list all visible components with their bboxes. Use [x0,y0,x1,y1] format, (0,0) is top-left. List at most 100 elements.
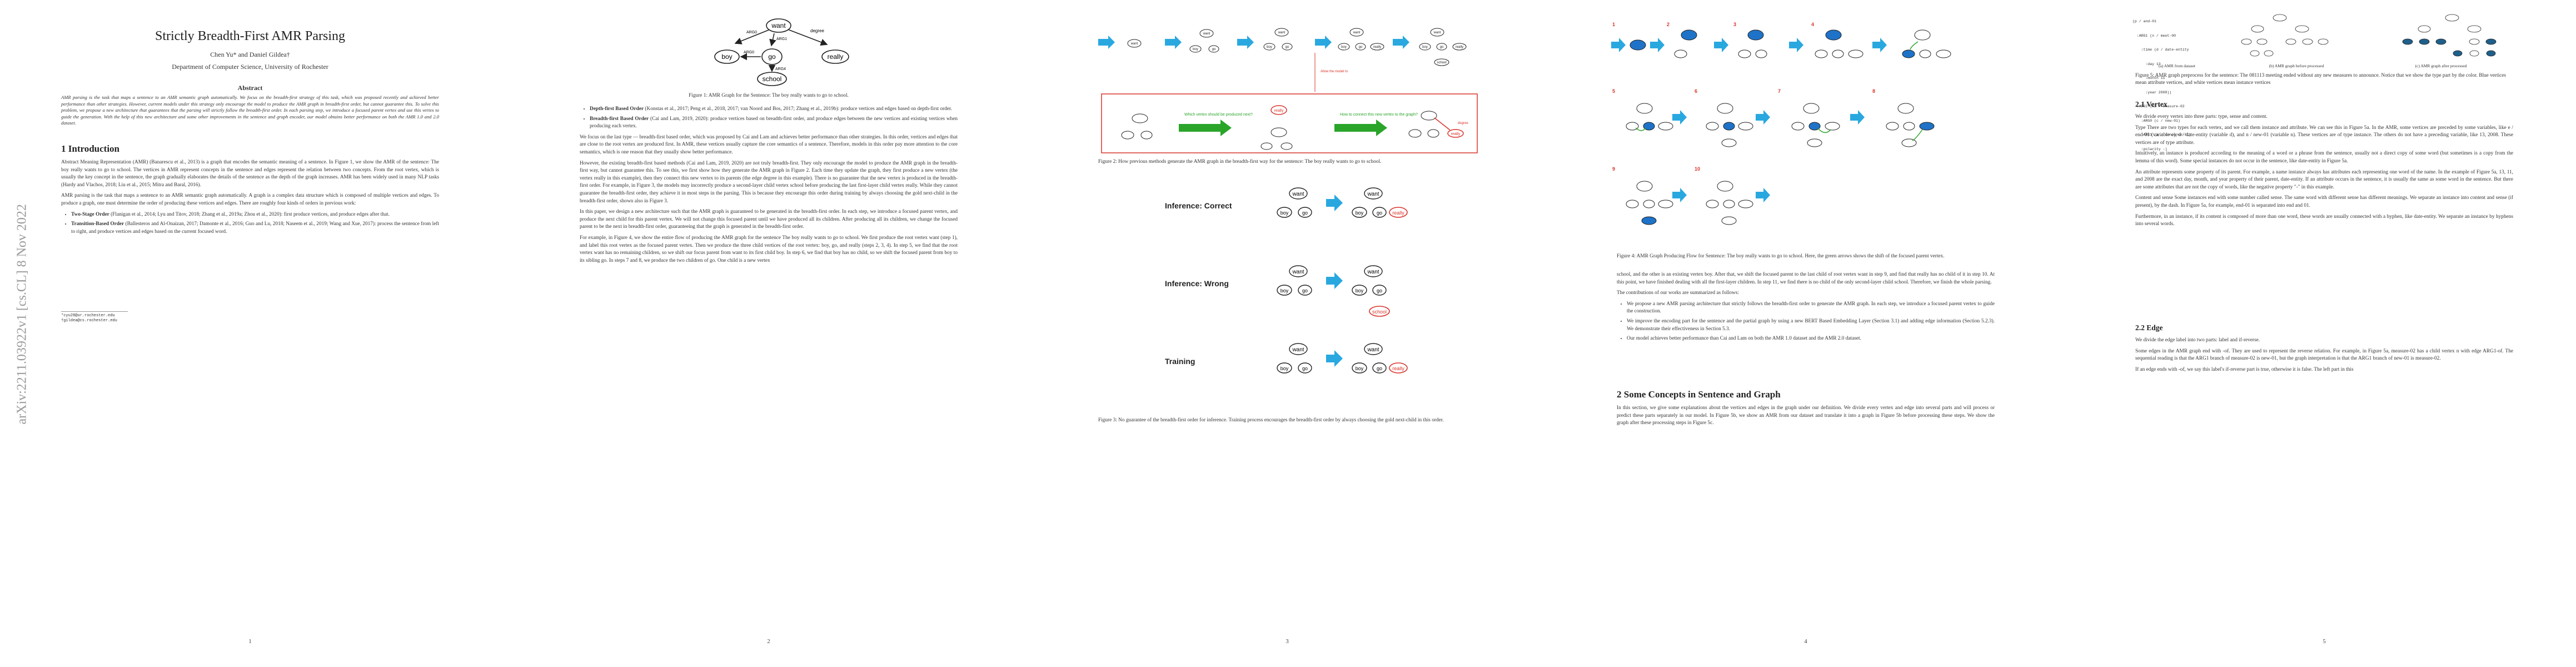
figure-5-graphs [2241,14,2497,57]
body-para: We divide the edge label into two parts:… [2135,337,2260,343]
amr-line: :ARG1 (a / announce-01) [2132,133,2191,137]
amr-line: :day 13 [2132,62,2161,66]
fig3-row-correct: Inference: Correct want boy go want boy … [1165,187,1408,218]
step-number: 3 [1733,22,1736,27]
step-number: 5 [1612,88,1615,94]
body-para: school, and the other is an existing ver… [1617,272,1995,285]
order-item: Depth-first Based Order (Konstas et al.,… [590,106,958,113]
bullet-head: Breadth-first Based Order [590,116,649,122]
figure-5-caption: Figure 5: AMR graph preprocess for the s… [2135,73,2507,86]
edge-body: We divide the edge label into two parts:… [2135,337,2513,377]
node-want [766,18,791,33]
mini-node-label: want [1433,31,1441,34]
vertex-body: We divide every vertex into three parts:… [2135,113,2513,232]
step-number: 6 [1695,88,1697,94]
node-label: want [1367,269,1379,275]
section-2-2-heading: 2.2 Edge [2135,323,2163,332]
amr-line: :month 11 [2132,76,2165,80]
figure-2-caption: Figure 2: How previous methods generate … [1098,159,1382,165]
abstract-heading: Abstract [237,84,263,92]
body-para: If an edge ends with -of, we say this la… [2135,366,2354,372]
edge-label: ARG4 [775,67,786,71]
body-para: Intuitively, an instance is produced acc… [2135,151,2513,164]
fig2-note-2: How to connect this new vertex to the gr… [1340,113,1418,117]
amr-text-block: (p / and-01 :ARG1 (n / meet-00 :time (d … [2132,10,2221,161]
footnotes: *cyu28@ur.rochester.edu †gildea@cs.roche… [61,313,283,323]
fig4-arrows [1611,38,1887,202]
figure-3: Inference: Correct want boy go want boy … [1165,187,1408,374]
page-4: 1 2 3 4 5 6 7 8 9 10 [1556,0,2056,667]
figure-2-top: want want boy go want boy go want boy go… [1098,28,1467,92]
mini-node-label: really [1373,46,1381,49]
footnote-rule [61,311,128,312]
contribution-item: We improve the encoding part for the sen… [1627,318,1995,333]
footnote-1: *cyu28@ur.rochester.edu [61,313,115,318]
new-node-label: really [1274,109,1284,113]
section-1-heading: 1 Introduction [61,143,120,154]
page-3: want want boy go want boy go want boy go… [1037,0,1537,667]
mini-node-label: want [1130,42,1138,46]
order-list-cont: Depth-first Based Order (Konstas et al.,… [580,106,958,131]
fig5c-label: (c) AMR graph after processed [2415,63,2467,68]
node-really [821,49,849,64]
body-para: Content and sense Some instances end wit… [2135,195,2513,208]
paper-title: Strictly Breadth-First AMR Parsing [155,29,345,43]
green-arrow-2 [1334,120,1387,136]
step-number: 8 [1872,88,1875,94]
fig5b-label: (b) AMR graph before processed [2269,63,2324,68]
node-label: boy [1280,210,1289,216]
amr-line: :ARG1 (n / meet-00 [2132,33,2176,38]
mini-node-label: boy [1341,46,1347,49]
new-node-label: really [1392,366,1404,371]
figure-1-caption: Figure 1: AMR Graph for the Sentence: Th… [689,93,849,98]
mini-node-label: want [1353,31,1361,34]
fig5a-label: (a) AMR from dataset [2158,63,2196,68]
contributions-list: We propose a new AMR parsing architectur… [1617,301,1995,343]
section-2-heading: 2 Some Concepts in Sentence and Graph [1617,389,1781,400]
amr-line: :time (d / date-entity [2132,48,2189,52]
fig3-row-training: Training want boy go want boy go really [1165,343,1408,374]
edge-degree [786,28,828,46]
bullet-head: Depth-first Based Order [590,106,644,112]
mini-node-label: go [1212,48,1216,51]
fig2-frame [1101,93,1478,153]
page-2-body: Depth-first Based Order (Konstas et al.,… [580,106,958,268]
node-label: want [1367,191,1379,197]
node-school [757,72,787,86]
mini-node-label: want [1278,31,1285,34]
row-label: Inference: Wrong [1165,279,1229,288]
figure-2-detail: Which vertex should be produced next? re… [1101,93,1478,153]
mini-node-label: boy [1422,46,1428,49]
figure-4-caption: Figure 4: AMR Graph Producing Flow for S… [1617,253,1945,259]
bullet-text: (Flanigan et al., 2014; Lyu and Titov, 2… [109,211,390,217]
page-number: 1 [248,638,252,645]
figure-4: 1 2 3 4 5 6 7 8 9 10 [1611,22,1951,225]
edge-label: ARG1 [776,37,787,41]
node-label: go [1302,210,1308,216]
body-para: However, the existing breadth-first base… [580,160,958,204]
edge-label: degree [1458,122,1468,125]
label-school: school [763,75,782,83]
order-list: Two-Stage Order (Flanigan et al., 2014; … [61,211,439,236]
figure-1-graph: want boy go really school ARG0 ARG1 degr… [714,18,849,86]
section-2-para: In this section, we give some explanatio… [1617,405,1995,426]
intro-para-2: AMR parsing is the task that maps a sent… [61,193,439,206]
intro-para-1: Abstract Meaning Representation (AMR) (B… [61,160,439,188]
node-label: go [1377,288,1382,293]
footnote-2: †gildea@cs.rochester.edu [61,318,117,323]
node-boy [714,49,740,64]
abstract-text: AMR parsing is the task that maps a sent… [61,94,439,126]
node-label: go [1377,210,1382,216]
fig4-focus-shift [1635,41,1923,141]
step-number: 10 [1695,166,1700,172]
fig5-graph-b [2241,14,2329,57]
mini-node-label: really [1456,46,1463,49]
bullet-text: (Ballesteros and Al-Onaizan, 2017; Damon… [71,221,439,235]
step-number: 9 [1612,166,1615,172]
mini-node-label: boy [1267,46,1272,49]
node-label: boy [1280,366,1289,371]
page-number: 4 [1804,638,1807,645]
node-label: go [1302,288,1308,293]
new-node-label: really [1392,210,1404,216]
new-node-label: school [1372,309,1387,315]
